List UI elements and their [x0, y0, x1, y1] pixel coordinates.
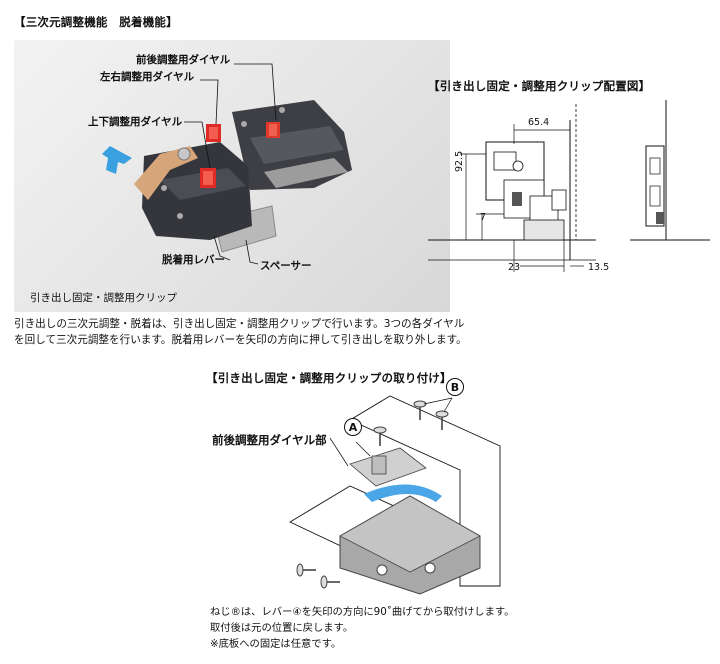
- label-up-down-dial: 上下調整用ダイヤル: [88, 116, 183, 128]
- dim-92-5: 92.5: [454, 150, 465, 172]
- clip-layout-diagram: [428, 100, 710, 272]
- dim-7: 7: [480, 212, 487, 223]
- callout-front-back-dial-part: 前後調整用ダイヤル部: [212, 433, 327, 447]
- clip-product-illustration: [102, 63, 352, 265]
- photo-caption: 引き出し固定・調整用クリップ: [30, 292, 177, 304]
- description-line-2: を回して三次元調整を行います。脱着用レバーを矢印の方向に押して引き出しを取り外し…: [14, 334, 467, 346]
- label-front-back-dial: 前後調整用ダイヤル: [136, 54, 231, 66]
- marker-b: B: [446, 378, 464, 396]
- clip-front-view: [630, 100, 710, 241]
- install-note-2: 取付後は元の位置に戻します。: [210, 622, 354, 634]
- section-title-layout-diagram: 【引き出し固定・調整用クリップ配置図】: [428, 79, 651, 93]
- label-spacer: スペーサー: [260, 260, 312, 272]
- label-release-lever: 脱着用レバー: [162, 254, 225, 266]
- clip-photo: 前後調整用ダイヤル 左右調整用ダイヤル 上下調整用ダイヤル 脱着用レバー スペー…: [14, 40, 450, 312]
- screw-icons: [296, 400, 449, 589]
- marker-a: A: [344, 418, 362, 436]
- section-title-3d-adjust: 【三次元調整機能 脱着機能】: [14, 15, 178, 29]
- dim-23: 23: [508, 262, 521, 273]
- installation-diagram: [289, 395, 501, 595]
- install-note-3: ※底板への固定は任意です。: [210, 638, 342, 650]
- dim-65-4: 65.4: [528, 117, 550, 128]
- dim-13-5: 13.5: [588, 262, 610, 273]
- label-left-right-dial: 左右調整用ダイヤル: [100, 71, 195, 83]
- clip-side-view: [485, 141, 567, 241]
- install-note-1: ねじ®は、レバー④を矢印の方向に90˚曲げてから取付けします。: [210, 606, 515, 618]
- section-title-installation: 【引き出し固定・調整用クリップの取り付け】: [206, 371, 452, 385]
- description-line-1: 引き出しの三次元調整・脱着は、引き出し固定・調整用クリップで行います。3つの各ダ…: [14, 318, 465, 330]
